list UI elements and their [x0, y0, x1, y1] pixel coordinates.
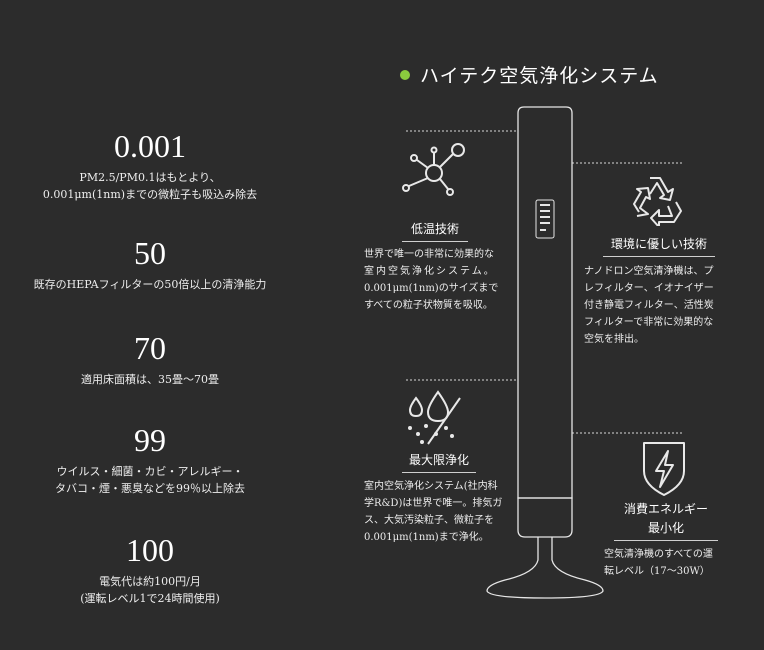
- stat-100: 100 電気代は約100円/月 (運転レベル1で24時間使用): [0, 533, 300, 607]
- feature-desc-energy: 空気清浄機のすべての運 転レベル（17〜30W）: [604, 546, 754, 580]
- stat-value: 50: [134, 235, 166, 271]
- stat-50: 50 既存のHEPAフィルターの50倍以上の清浄能力: [0, 236, 300, 293]
- page-title-text: ハイテク空気浄化システム: [420, 65, 659, 87]
- title-underline: [614, 540, 718, 541]
- stat-0001: 0.001 PM2.5/PM0.1はもとより、 0.001μm(1nm)までの微…: [0, 129, 300, 203]
- feature-desc-purify: 室内空気浄化システム(社内科 学R&D)は世界で唯一。排気ガ ス、大気汚染粒子、…: [364, 478, 520, 546]
- stat-value: 99: [134, 422, 166, 458]
- stat-line: タバコ・煙・悪臭などを99％以上除去: [55, 482, 245, 495]
- bullet-dot-icon: [400, 69, 410, 80]
- stat-line: 適用床面積は、35畳〜70畳: [81, 373, 219, 386]
- desc-line: 室内空気浄化システム(社内科: [364, 481, 498, 492]
- feature-desc-eco: ナノドロン空気清浄機は、プ レフィルター、イオナイザー 付き静電フィルター、活性…: [584, 263, 744, 348]
- recycle-icon: [633, 177, 682, 226]
- stat-description: PM2.5/PM0.1はもとより、 0.001μm(1nm)までの微粒子も吸込み…: [0, 169, 300, 203]
- stat-description: ウイルス・細菌・カビ・アレルギー・ タバコ・煙・悪臭などを99％以上除去: [0, 463, 300, 497]
- feature-title-text: 低温技術: [410, 222, 459, 236]
- title-underline: [603, 256, 715, 257]
- feature-title-low-temp: 低温技術: [402, 220, 468, 242]
- stat-description: 電気代は約100円/月 (運転レベル1で24時間使用): [0, 573, 300, 607]
- stat-description: 適用床面積は、35畳〜70畳: [0, 371, 300, 388]
- stat-line: (運転レベル1で24時間使用): [80, 592, 220, 605]
- stat-value: 100: [126, 532, 174, 568]
- feature-title-text: 最大限浄化: [408, 453, 469, 467]
- droplet-slash-icon: [408, 390, 461, 445]
- stat-line: 0.001μm(1nm)までの微粒子も吸込み除去: [42, 188, 258, 201]
- title-underline: [402, 241, 468, 242]
- desc-line: 学R&D)は世界で唯一。排気ガ: [364, 498, 503, 509]
- stat-line: 既存のHEPAフィルターの50倍以上の清浄能力: [33, 278, 267, 291]
- desc-line: 0.001μm(1nm)まで浄化。: [364, 532, 489, 543]
- stat-99: 99 ウイルス・細菌・カビ・アレルギー・ タバコ・煙・悪臭などを99％以上除去: [0, 423, 300, 497]
- molecule-icon: [402, 143, 465, 196]
- feature-title-energy: 消費エネルギー 最小化: [614, 500, 718, 541]
- desc-line: 室内空気浄化システム。: [364, 266, 496, 277]
- desc-line: 0.001μm(1nm)のサイズまで: [364, 283, 499, 294]
- stat-description: 既存のHEPAフィルターの50倍以上の清浄能力: [0, 276, 300, 293]
- stat-70: 70 適用床面積は、35畳〜70畳: [0, 331, 300, 388]
- page-title: ハイテク空気浄化システム: [400, 61, 659, 88]
- air-purifier-tower: [486, 106, 604, 599]
- stat-value: 70: [134, 330, 166, 366]
- feature-title-line: 最小化: [647, 521, 684, 535]
- stat-value: 0.001: [114, 128, 186, 164]
- feature-title-eco: 環境に優しい技術: [603, 235, 715, 257]
- stat-line: ウイルス・細菌・カビ・アレルギー・: [56, 465, 244, 478]
- feature-desc-low-temp: 世界で唯一の非常に効果的な 室内空気浄化システム。 0.001μm(1nm)のサ…: [364, 246, 516, 314]
- desc-line: ス、大気汚染粒子、微粒子を: [364, 515, 494, 526]
- stat-line: 電気代は約100円/月: [99, 575, 201, 588]
- stat-line: PM2.5/PM0.1はもとより、: [79, 171, 221, 184]
- desc-line: すべての粒子状物質を吸収。: [364, 300, 493, 311]
- feature-title-purify: 最大限浄化: [402, 451, 476, 473]
- desc-line: 空気清浄機のすべての運: [604, 549, 713, 560]
- desc-line: 空気を排出。: [584, 334, 644, 345]
- feature-title-line: 消費エネルギー: [623, 502, 708, 516]
- title-underline: [402, 472, 476, 473]
- feature-title-text: 環境に優しい技術: [610, 237, 707, 251]
- desc-line: フィルターで非常に効果的な: [584, 317, 714, 328]
- desc-line: 付き静電フィルター、活性炭: [584, 300, 714, 311]
- desc-line: 転レベル（17〜30W）: [604, 566, 710, 577]
- desc-line: ナノドロン空気清浄機は、プ: [584, 266, 714, 277]
- desc-line: レフィルター、イオナイザー: [584, 283, 714, 294]
- desc-line: 世界で唯一の非常に効果的な: [364, 249, 494, 260]
- energy-shield-icon: [643, 442, 685, 496]
